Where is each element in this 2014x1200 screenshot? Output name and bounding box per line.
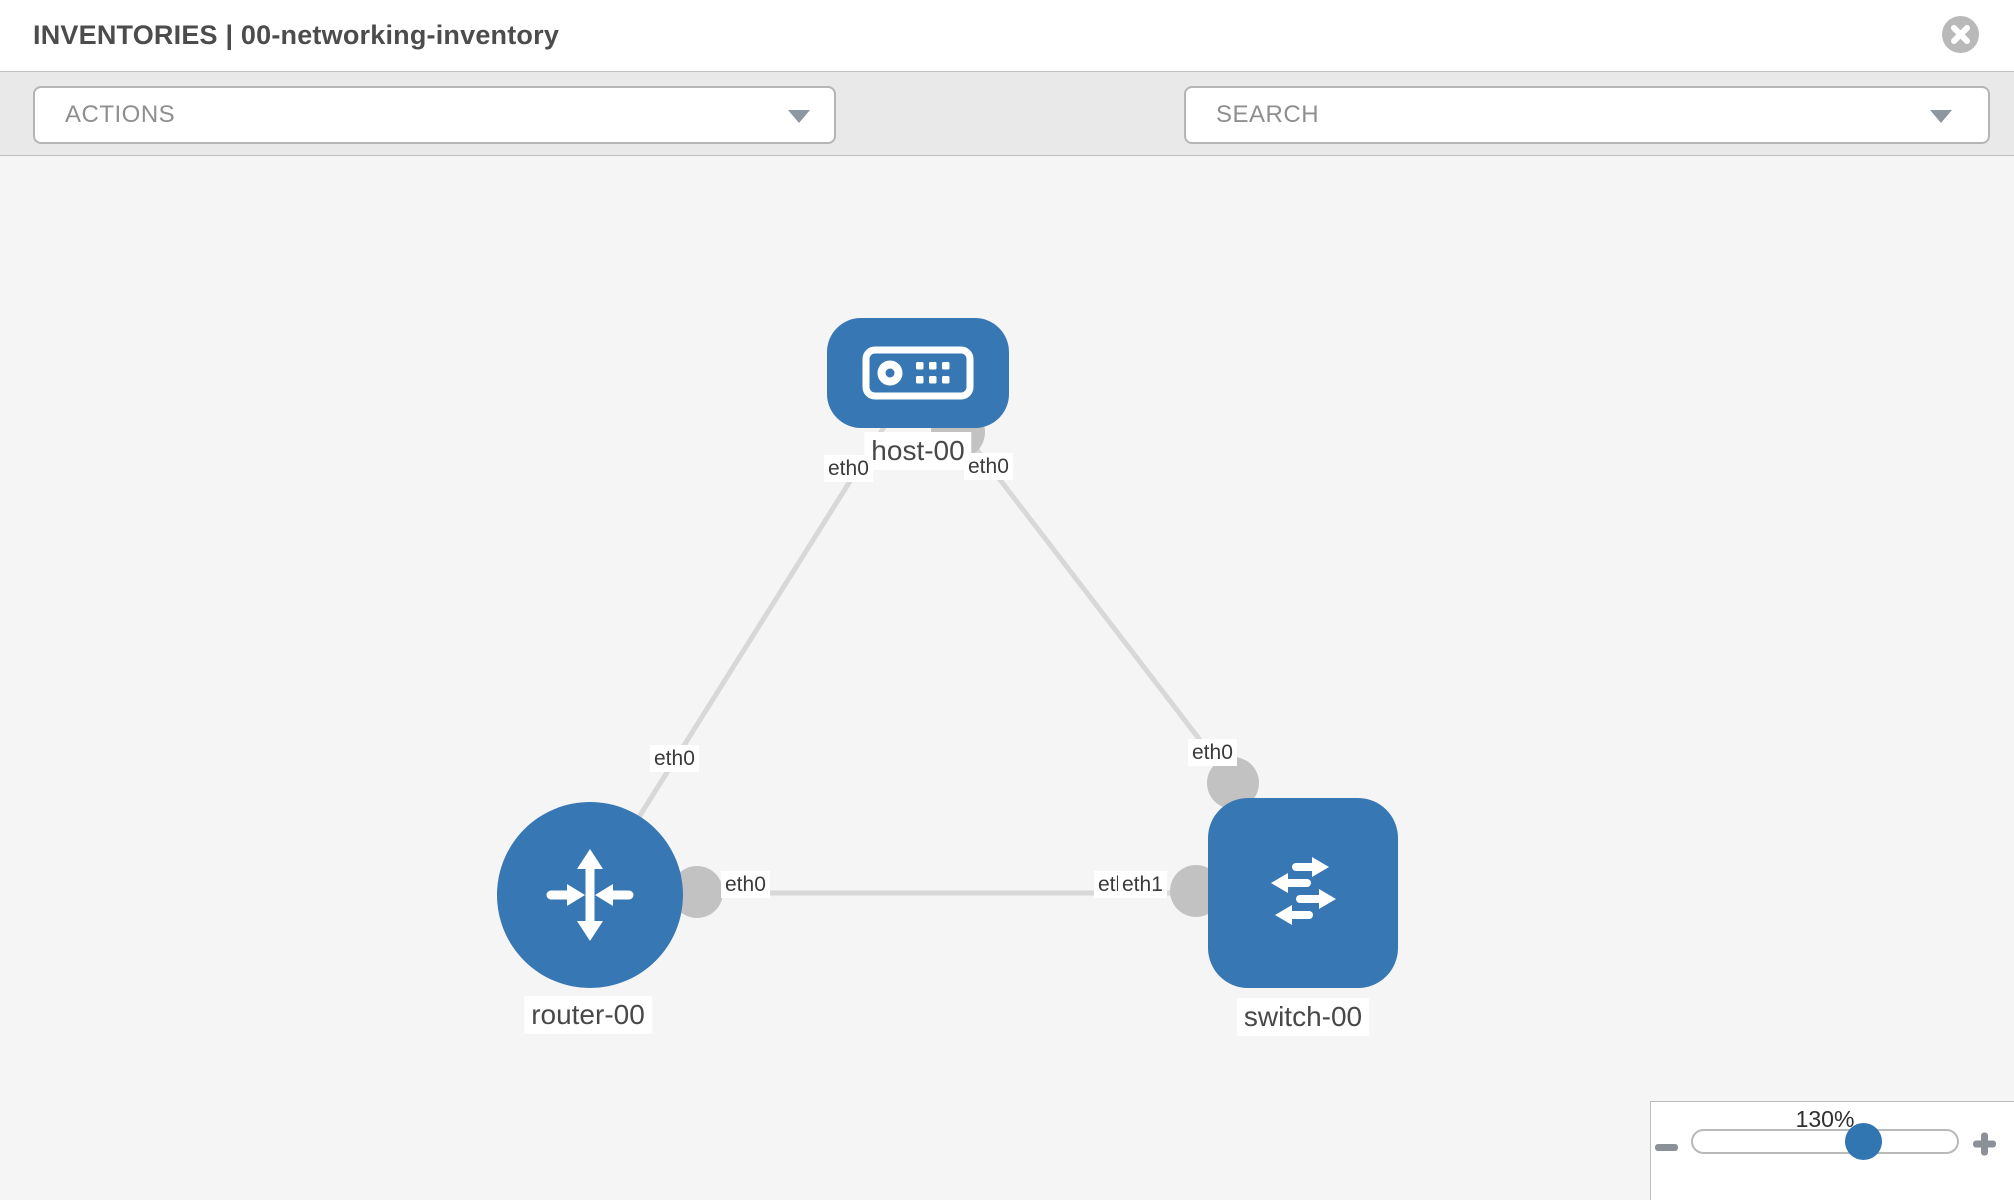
node-label-switch: switch-00 [1236, 998, 1370, 1036]
minus-icon [1655, 1144, 1678, 1151]
close-icon [1942, 16, 1979, 53]
page-title: INVENTORIES | 00-networking-inventory [33, 20, 560, 50]
plus-icon [1973, 1132, 1996, 1156]
switch-icon [1271, 857, 1336, 925]
interface-label-host-to-router: eth0 [824, 455, 873, 482]
toolbar: ACTIONS SEARCH [0, 71, 2014, 205]
interface-label-router-to-host: eth0 [650, 745, 699, 772]
router-icon [546, 849, 634, 941]
close-button[interactable] [1942, 16, 1979, 53]
interface-label-router-to-switch: eth0 [721, 871, 770, 898]
node-host-00[interactable] [827, 318, 1009, 428]
zoom-control-panel: 130% [1650, 1101, 2014, 1200]
chevron-down-icon [1930, 110, 1952, 123]
zoom-in-button[interactable] [1973, 1132, 1997, 1161]
port-router-eth0 [671, 866, 723, 918]
port-switch-eth0 [1207, 757, 1259, 809]
node-router-00[interactable] [497, 802, 683, 988]
chevron-down-icon [788, 110, 810, 123]
zoom-out-button[interactable] [1655, 1139, 1679, 1157]
interface-label-host-to-switch: eth0 [964, 453, 1013, 480]
node-switch-00[interactable] [1208, 798, 1398, 988]
interface-ports [671, 405, 1259, 918]
search-dropdown[interactable]: SEARCH [1184, 86, 1990, 144]
edges-layer [587, 371, 1303, 918]
header-bar: INVENTORIES | 00-networking-inventory [0, 0, 2014, 71]
zoom-slider-track[interactable] [1691, 1123, 1959, 1160]
zoom-level-value: 130% [1795, 1106, 1855, 1132]
interface-label-switch-to-router: eth1 [1118, 871, 1167, 898]
node-label-host: host-00 [864, 432, 972, 470]
actions-dropdown[interactable]: ACTIONS [33, 86, 836, 144]
zoom-slider-thumb[interactable] [1845, 1123, 1882, 1160]
search-placeholder: SEARCH [1216, 101, 1320, 128]
actions-dropdown-label: ACTIONS [65, 101, 176, 128]
host-icon [862, 346, 974, 400]
node-label-router: router-00 [524, 996, 652, 1034]
topology-canvas[interactable]: host-00 router-00 switch-00 eth0 eth0 et… [0, 156, 2014, 1200]
interface-label-switch-to-host: eth0 [1188, 739, 1237, 766]
